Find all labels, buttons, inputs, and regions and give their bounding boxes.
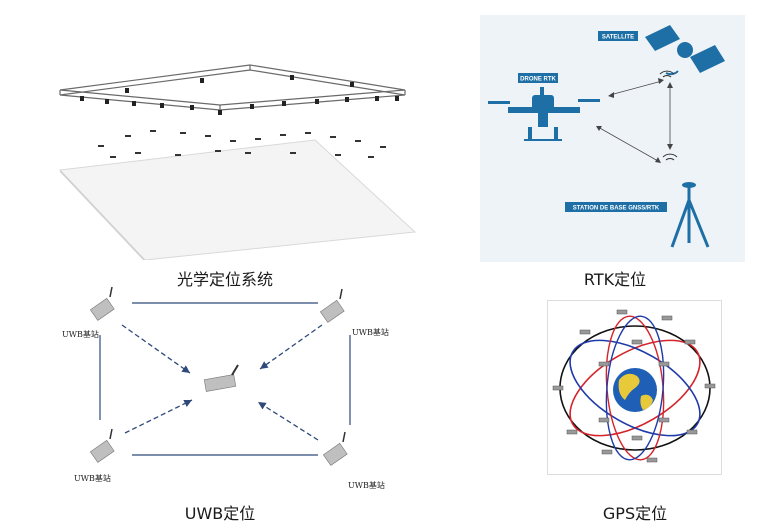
gps-illustration — [547, 300, 722, 475]
station-label: STATION DE BASE GNSS/RTK — [573, 206, 660, 212]
earth-globe-icon — [613, 368, 657, 412]
camera-row — [80, 75, 399, 115]
optical-caption: 光学定位系统 — [176, 270, 273, 289]
uwb-ranging-arrows — [121, 324, 323, 441]
station-signal-icon — [662, 153, 678, 161]
truss-frame — [59, 64, 406, 111]
gps-satellites — [552, 309, 716, 463]
uwb-anchor-label-3: UWB基站 — [74, 473, 111, 483]
floor-edge — [60, 170, 145, 260]
orbit-blue — [569, 339, 701, 437]
drone-swarm — [98, 130, 386, 158]
gps-panel — [547, 300, 722, 475]
uwb-caption: UWB定位 — [184, 504, 256, 523]
uwb-anchor-label-2: UWB基站 — [352, 327, 389, 337]
uwb-anchor-label-1: UWB基站 — [62, 329, 99, 339]
uwb-anchor-label-4: UWB基站 — [348, 480, 385, 490]
satellite-icon — [645, 25, 725, 76]
drone-rtk-icon — [488, 87, 600, 141]
drone-label: DRONE RTK — [520, 77, 556, 83]
optical-panel — [50, 60, 420, 260]
uwb-anchor-links — [99, 302, 351, 456]
uwb-panel: UWB基站 UWB基站 UWB基站 UWB基站 — [60, 285, 400, 495]
rtk-panel: SATELLITE DRONE RTK — [480, 15, 745, 262]
uwb-anchor-top-right — [319, 288, 345, 323]
orbit-red — [569, 339, 701, 437]
satellite-signal-icon — [659, 70, 675, 78]
uwb-anchor-top-left — [89, 286, 115, 321]
uwb-tag — [203, 364, 239, 392]
drone-label-box — [518, 73, 558, 83]
rtk-caption: RTK定位 — [583, 270, 647, 289]
uwb-anchor-bottom-right — [322, 431, 348, 466]
gps-caption: GPS定位 — [602, 504, 668, 523]
station-label-box — [565, 202, 667, 212]
orbit-blue-2 — [605, 315, 665, 461]
uwb-anchor-bottom-left — [89, 428, 115, 463]
rtk-link-arrows — [597, 80, 671, 162]
uwb-diagram: UWB基站 UWB基站 UWB基站 UWB基站 — [62, 286, 389, 490]
tripod-station-icon — [670, 182, 710, 248]
satellite-label: SATELLITE — [602, 35, 634, 41]
optical-illustration — [58, 64, 417, 260]
satellite-label-box — [598, 31, 638, 41]
rtk-illustration: SATELLITE DRONE RTK — [480, 15, 745, 262]
rtk-arrowheads — [596, 78, 673, 163]
